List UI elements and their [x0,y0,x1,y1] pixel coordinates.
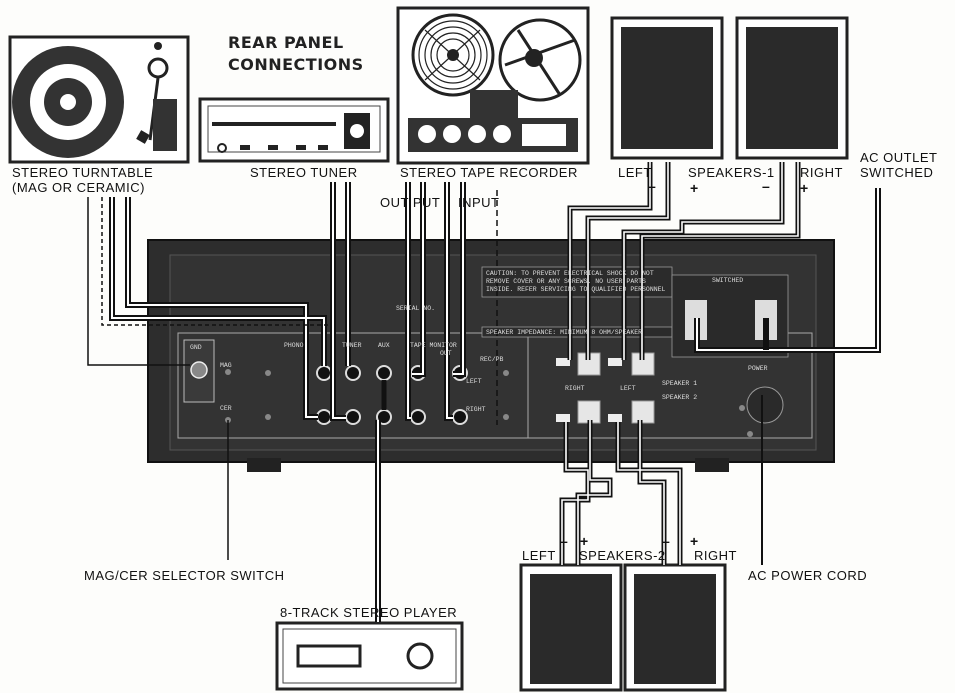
tape-input-label: INPUT [458,195,500,210]
panel-impedance-text: SPEAKER IMPEDANCE: MINIMUM 8 OHM/SPEAKER [486,329,643,336]
panel-gnd-text: GND [190,344,202,351]
panel-mag-text: MAG [220,362,232,369]
speakers-1-left-plus: + [690,180,699,196]
speakers-1-right-label: RIGHT [800,165,843,180]
turntable-label-line2: (MAG OR CERAMIC) [12,180,145,195]
panel-out-text: OUT [440,350,452,357]
panel-rec-text: REC/PB [480,356,504,363]
speakers-2-right-label: RIGHT [694,548,737,563]
panel-speaker2-text: SPEAKER 2 [662,394,698,401]
speaker-2-left-icon [519,563,623,692]
panel-aux-text: AUX [378,342,390,349]
turntable-icon [8,35,190,164]
selector-switch-label: MAG/CER SELECTOR SWITCH [84,568,285,583]
panel-caution-text: CAUTION: TO PREVENT ELECTRICAL SHOCK DO … [486,270,665,294]
speakers-2-right-minus: – [662,533,670,549]
turntable-label: STEREO TURNTABLE (MAG OR CERAMIC) [12,165,153,195]
panel-left-text: LEFT [466,378,482,385]
connection-cables [87,162,881,622]
speakers-1-left-label: LEFT [618,165,652,180]
turntable-label-line1: STEREO TURNTABLE [12,165,154,180]
amplifier-rear-panel [147,239,835,472]
caution-line1: CAUTION: TO PREVENT ELECTRICAL SHOCK DO … [486,270,654,277]
panel-left-term-text: LEFT [620,385,636,392]
speakers-2-left-label: LEFT [522,548,556,563]
title-line2: CONNECTIONS [228,55,364,74]
panel-serial-text: SERIAL NO. [396,305,436,312]
ac-outlet-label-line2: SWITCHED [860,165,934,180]
panel-switched-text: SWITCHED [712,277,744,284]
tuner-label: STEREO TUNER [250,165,358,180]
diagram-title: REAR PANEL CONNECTIONS [228,32,364,76]
speakers-2-right-plus: + [690,533,699,549]
speaker-1-right-icon [735,16,849,160]
ac-outlet-label-line1: AC OUTLET [860,150,938,165]
caution-line2: REMOVE COVER OR ANY SCREWS. NO USER PART… [486,278,646,285]
caution-line3: INSIDE. REFER SERVICING TO QUALIFIED PER… [486,286,666,293]
panel-tape-monitor-text: TAPE MONITOR [410,342,457,349]
tape-output-label: OUT PUT [380,195,441,210]
speakers-2-left-minus: – [560,533,568,549]
speaker-1-left-icon [610,16,724,160]
panel-speaker1-text: SPEAKER 1 [662,380,698,387]
tuner-icon [198,97,390,163]
panel-cer-text: CER [220,405,232,412]
panel-right-text: RIGHT [466,406,486,413]
power-cord-label: AC POWER CORD [748,568,868,583]
panel-right-term-text: RIGHT [565,385,585,392]
speakers-2-left-plus: + [580,533,589,549]
tape-recorder-icon [396,6,590,165]
speaker-2-right-icon [623,563,727,692]
speakers-2-name-label: SPEAKERS-2 [579,548,666,563]
panel-tuner-text: TUNER [342,342,362,349]
speakers-1-name-label: SPEAKERS-1 [688,165,775,180]
eight-track-player-icon [275,621,464,691]
speakers-1-right-minus: – [762,178,770,194]
speakers-1-right-plus: + [800,180,809,196]
panel-phono-text: PHONO [284,342,304,349]
tape-recorder-label: STEREO TAPE RECORDER [400,165,578,180]
ac-outlet-label: AC OUTLET SWITCHED [860,150,937,180]
panel-power-text: POWER [748,365,768,372]
title-line1: REAR PANEL [228,33,344,52]
eight-track-label: 8-TRACK STEREO PLAYER [280,605,458,620]
speakers-1-left-minus: – [648,178,656,194]
